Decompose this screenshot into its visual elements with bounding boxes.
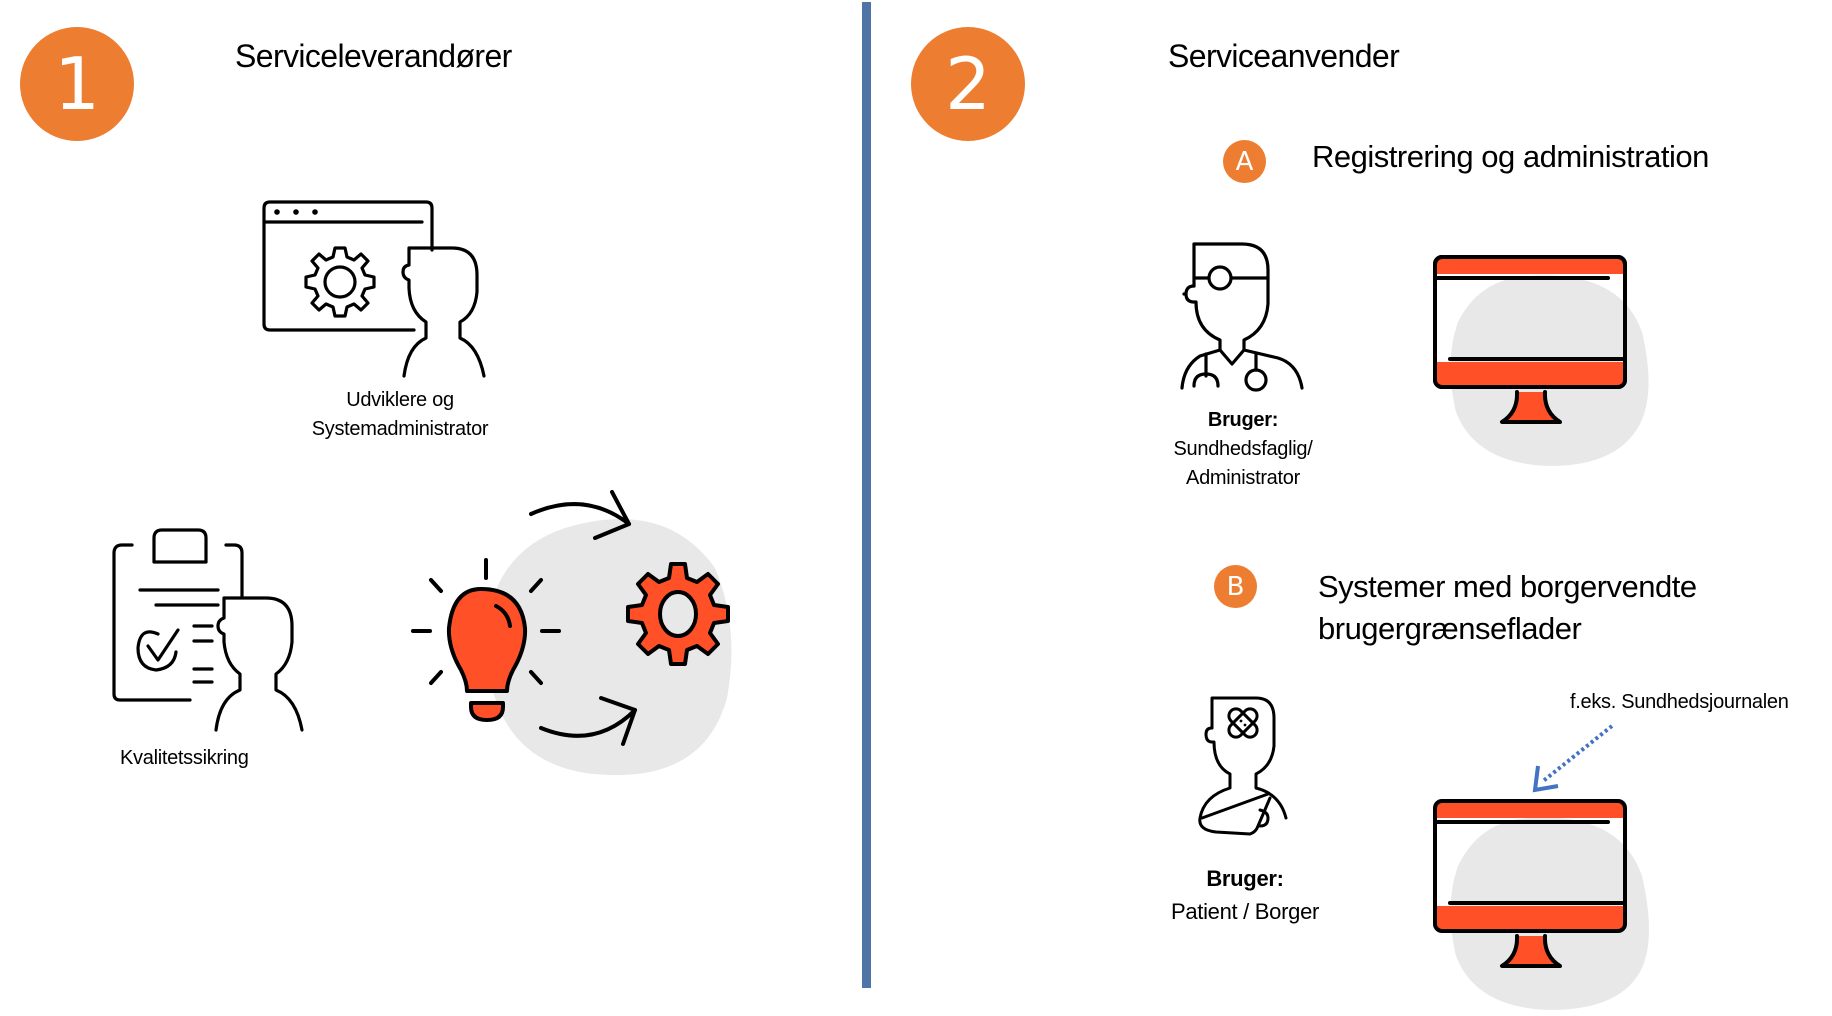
subsection-b-title: Systemer med borgervendte brugergrænsefl… — [1318, 566, 1697, 650]
clipboard-check-person-icon — [112, 528, 304, 732]
section-2-title: Serviceanvender — [1168, 38, 1400, 74]
lightbulb-icon — [446, 587, 528, 722]
subsection-b-badge: B — [1214, 565, 1257, 608]
doctor-icon — [1180, 242, 1304, 392]
doctor-user-label: Bruger: Sundhedsfaglig/ Administrator — [1143, 406, 1343, 493]
doctor-user-label-bold: Bruger: — [1207, 409, 1279, 431]
cycle-arrow-top — [529, 490, 631, 540]
gear-icon — [626, 562, 730, 666]
doctor-user-label-line2: Administrator — [1186, 467, 1300, 489]
subsection-b-title-line1: Systemer med borgervendte — [1318, 569, 1697, 604]
subsection-b-title-line2: brugergrænseflader — [1318, 611, 1582, 646]
window-gear-person-icon — [262, 200, 486, 378]
subsection-b-letter: B — [1226, 571, 1245, 602]
section-1-title: Serviceleverandører — [235, 38, 512, 74]
section-2-number-badge: 2 — [911, 27, 1025, 141]
monitor-icon-b — [1433, 799, 1649, 1010]
quality-label: Kvalitetssikring — [120, 747, 249, 769]
patient-user-label-line1: Patient / Borger — [1170, 899, 1320, 924]
section-divider — [862, 2, 871, 988]
patient-icon — [1198, 696, 1288, 836]
developer-label-line1: Udviklere og — [346, 389, 454, 411]
patient-user-label-bold: Bruger: — [1206, 866, 1284, 891]
cycle-arrow-bottom — [539, 696, 637, 746]
dotted-arrow-icon — [1532, 724, 1614, 793]
example-annotation: f.eks. Sundhedsjournalen — [1570, 691, 1789, 713]
developer-label: Udviklere og Systemadministrator — [300, 386, 500, 444]
subsection-a-title: Registrering og administration — [1312, 139, 1709, 174]
section-1-number: 1 — [54, 42, 100, 126]
monitor-icon-a — [1433, 255, 1649, 466]
subsection-a-letter: A — [1235, 146, 1254, 177]
subsection-a-badge: A — [1223, 140, 1266, 183]
lightbulb-to-gear-cycle-icon — [411, 490, 732, 776]
patient-user-label: Bruger: Patient / Borger — [1145, 862, 1345, 928]
doctor-user-label-line1: Sundhedsfaglig/ — [1173, 438, 1313, 460]
section-2-number: 2 — [945, 42, 991, 126]
section-1-number-badge: 1 — [20, 27, 134, 141]
developer-label-line2: Systemadministrator — [311, 418, 489, 440]
lightbulb-rays — [411, 558, 561, 685]
